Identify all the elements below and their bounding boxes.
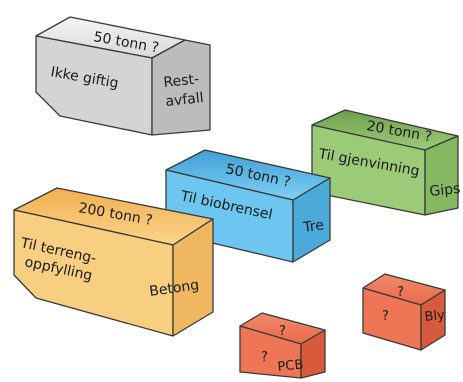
restavfall-right-label-1: Rest- bbox=[163, 71, 200, 91]
restavfall-side bbox=[151, 39, 211, 136]
betong-right-label: Betong bbox=[148, 277, 200, 300]
bly-left-label: ? bbox=[382, 309, 389, 324]
restavfall-front bbox=[35, 35, 153, 136]
container-betong: 200 tonn ? Til terreng- oppfylling Beton… bbox=[13, 187, 214, 337]
pcb-top-label: ? bbox=[279, 324, 286, 339]
container-pcb: ? ? PCB bbox=[239, 312, 326, 379]
bly-side bbox=[420, 289, 446, 351]
betong-front bbox=[13, 209, 174, 337]
tre-right-label: Tre bbox=[301, 217, 325, 236]
tre-side bbox=[292, 177, 331, 263]
gips-side bbox=[424, 135, 459, 216]
betong-side bbox=[172, 218, 214, 337]
pcb-left-label: ? bbox=[261, 350, 268, 365]
restavfall-right-label-2: avfall bbox=[165, 90, 205, 110]
container-bly: ? ? Bly bbox=[362, 273, 446, 351]
pcb-right-label: PCB bbox=[277, 357, 304, 375]
container-restavfall: 50 tonn ? Ikke giftig Rest- avfall bbox=[35, 16, 211, 136]
bly-top-label: ? bbox=[397, 285, 404, 300]
gips-right-label: Gips bbox=[429, 181, 461, 200]
container-gips: 20 tonn ? Til gjenvinning Gips bbox=[311, 109, 461, 216]
pcb-side bbox=[300, 329, 326, 379]
bly-right-label: Bly bbox=[424, 308, 446, 325]
